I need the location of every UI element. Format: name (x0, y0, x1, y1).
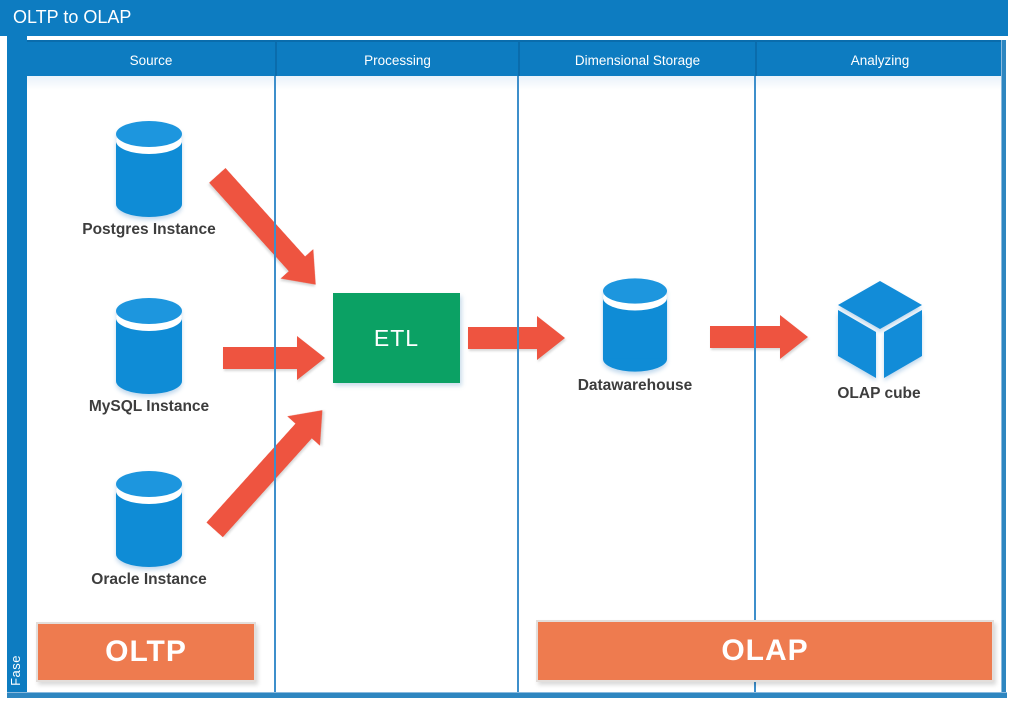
node-datawarehouse-label: Datawarehouse (577, 377, 693, 394)
lane-label: Fase (8, 655, 23, 686)
lane-strip: Fase (7, 36, 27, 692)
database-cylinder-icon (116, 471, 182, 567)
column-divider (517, 76, 519, 692)
etl-process-box: ETL (333, 293, 460, 383)
node-olap-cube-label: OLAP cube (837, 385, 921, 402)
page-title: OLTP to OLAP (13, 7, 132, 27)
lane-header-source-label: Source (129, 52, 173, 68)
banner-oltp-label: OLTP (105, 635, 187, 668)
banner-olap-label: OLAP (721, 634, 809, 667)
node-mysql-label: MySQL Instance (88, 398, 210, 415)
database-cylinder-icon (116, 298, 182, 394)
database-cylinder-icon (602, 278, 668, 372)
arrow-oracle-to-etl-icon (206, 410, 323, 538)
title-bar: OLTP to OLAP (0, 0, 1008, 36)
lane-header-row: Source Processing Dimensional Storage An… (27, 40, 1003, 78)
lane-header-source: Source (27, 42, 275, 78)
frame-right-border (1001, 40, 1006, 692)
node-oracle-label: Oracle Instance (91, 571, 207, 588)
arrow-etl-to-datawarehouse-icon (468, 316, 565, 360)
lane-header-analyzing: Analyzing (755, 42, 1003, 78)
lane-header-dimensional-storage-label: Dimensional Storage (574, 52, 701, 68)
arrow-postgres-to-etl-icon (209, 168, 316, 285)
swimlane-body (27, 76, 1003, 692)
banner-oltp: OLTP (36, 622, 256, 682)
lane-header-analyzing-label: Analyzing (850, 52, 910, 68)
lane-header-processing: Processing (275, 42, 518, 78)
column-divider (274, 76, 276, 692)
etl-label: ETL (373, 324, 420, 351)
node-postgres-label: Postgres Instance (82, 221, 216, 238)
frame-bottom-border (7, 692, 1007, 698)
database-cylinder-icon (116, 121, 182, 217)
lane-header-processing-label: Processing (364, 52, 431, 68)
column-divider (754, 76, 756, 692)
banner-olap: OLAP (536, 620, 994, 682)
lane-header-dimensional-storage: Dimensional Storage (518, 42, 755, 78)
arrow-datawarehouse-to-olap-cube-icon (710, 315, 808, 359)
cube-icon (838, 281, 922, 378)
